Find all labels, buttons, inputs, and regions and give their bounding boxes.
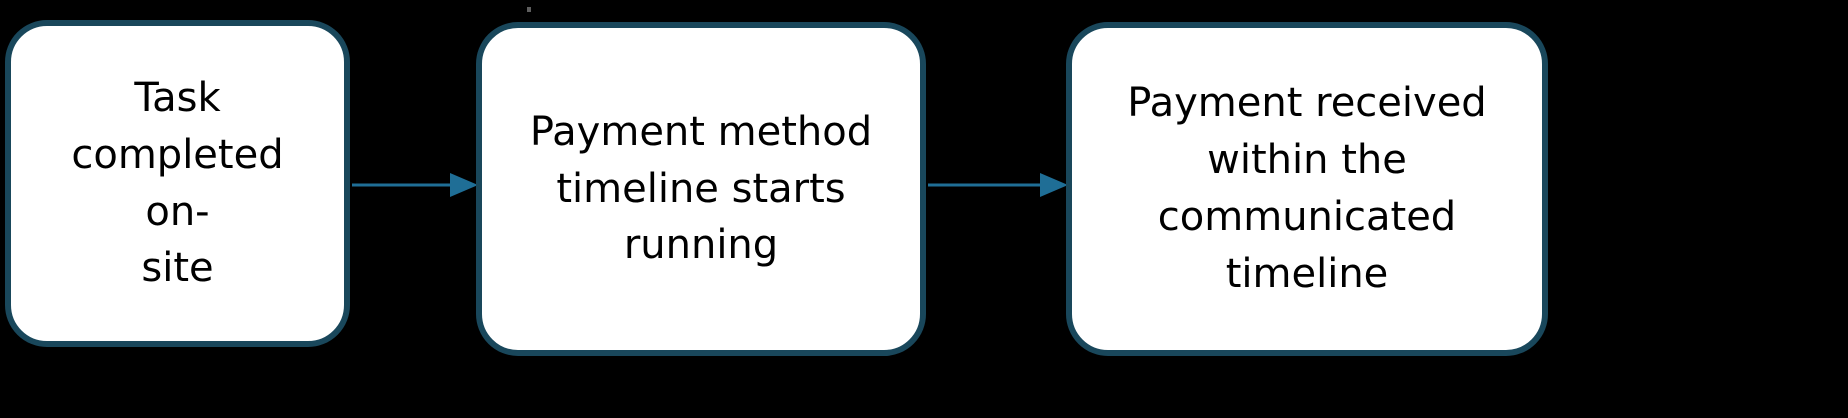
flowchart-node-payment-received-within-communicated-timeline[interactable]: Payment received within the communicated… bbox=[1066, 22, 1548, 356]
flowchart-node-task-completed-on-site[interactable]: Task completed on- site bbox=[5, 20, 350, 347]
node-label: Payment received within the communicated… bbox=[1127, 80, 1487, 297]
render-artifact-dot bbox=[527, 7, 531, 12]
arrow-node1-to-node2-icon bbox=[352, 165, 478, 205]
arrow-node2-to-node3-icon bbox=[928, 165, 1068, 205]
flowchart-node-payment-method-timeline-starts-running[interactable]: Payment method timeline starts running bbox=[476, 22, 926, 356]
node-label: Payment method timeline starts running bbox=[529, 108, 873, 269]
node-label: Task completed on- site bbox=[71, 74, 284, 292]
